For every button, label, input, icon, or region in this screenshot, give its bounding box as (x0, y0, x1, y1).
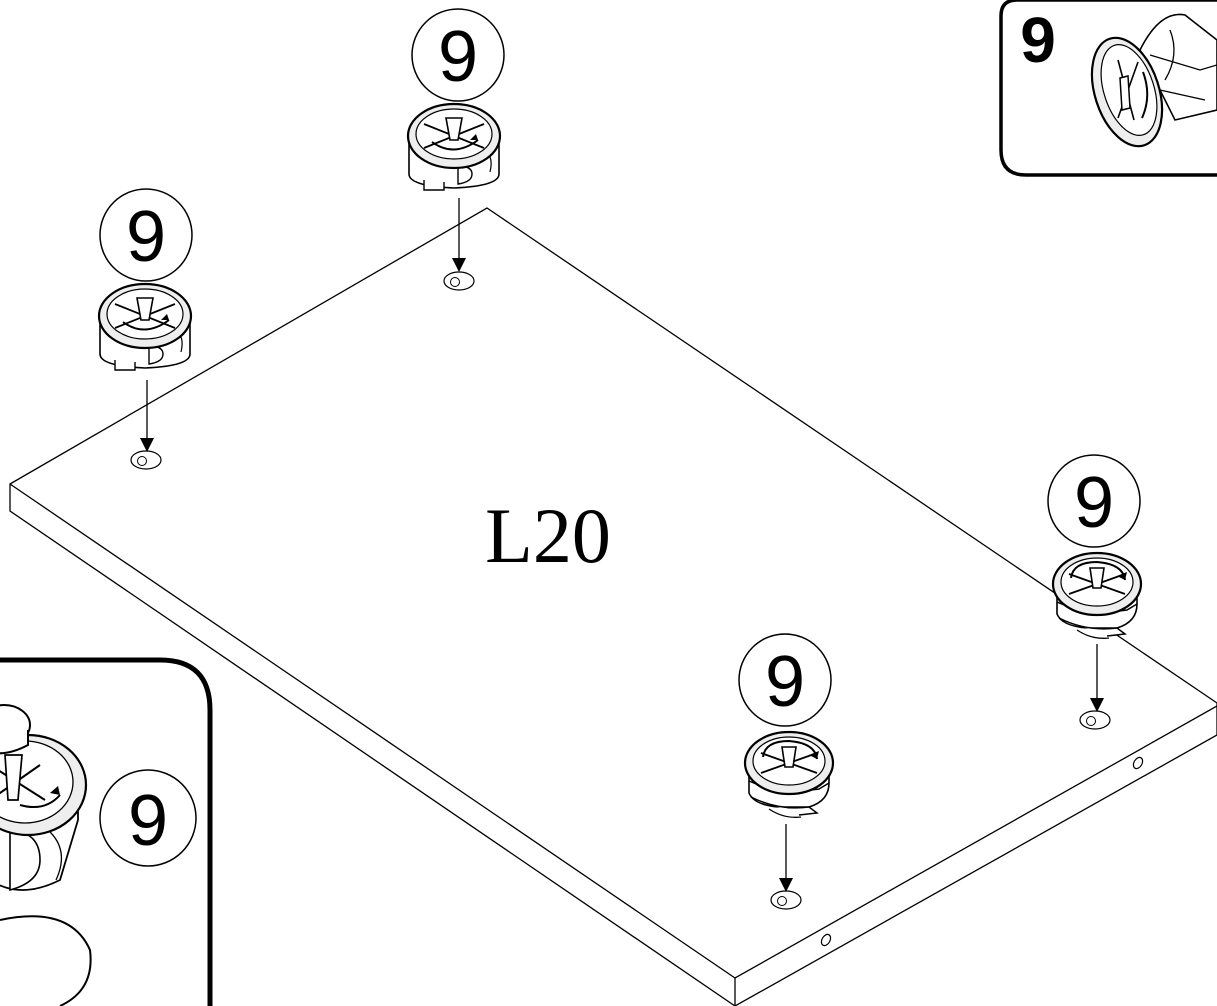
callout-number: 9 (765, 642, 805, 722)
cam-lock-left (97, 282, 193, 372)
detail-box-top-right: 9 (999, 0, 1217, 177)
hole-left (130, 450, 162, 470)
cam-lock-top (406, 102, 502, 192)
hole-bottom (770, 890, 802, 910)
cam-lock-closeup (0, 704, 88, 892)
panel-l20 (9, 207, 1217, 1006)
callout-left: 9 (99, 188, 193, 282)
hole-top (443, 271, 475, 291)
panel-label: L20 (485, 492, 611, 579)
callout-top: 9 (411, 8, 505, 102)
insertion-arrows (140, 198, 1104, 892)
detail-box-bottom-left: 9 (0, 657, 213, 1006)
cam-lock-side-view (1090, 13, 1217, 148)
callout-number: 9 (438, 17, 478, 97)
hole-right (1079, 710, 1111, 730)
callout-number: 9 (126, 197, 166, 277)
callout-number: 9 (1074, 463, 1114, 543)
detail-number: 9 (1020, 4, 1056, 76)
callout-number: 9 (128, 781, 168, 861)
callout-bottom: 9 (738, 633, 832, 727)
callout-right: 9 (1047, 454, 1141, 548)
